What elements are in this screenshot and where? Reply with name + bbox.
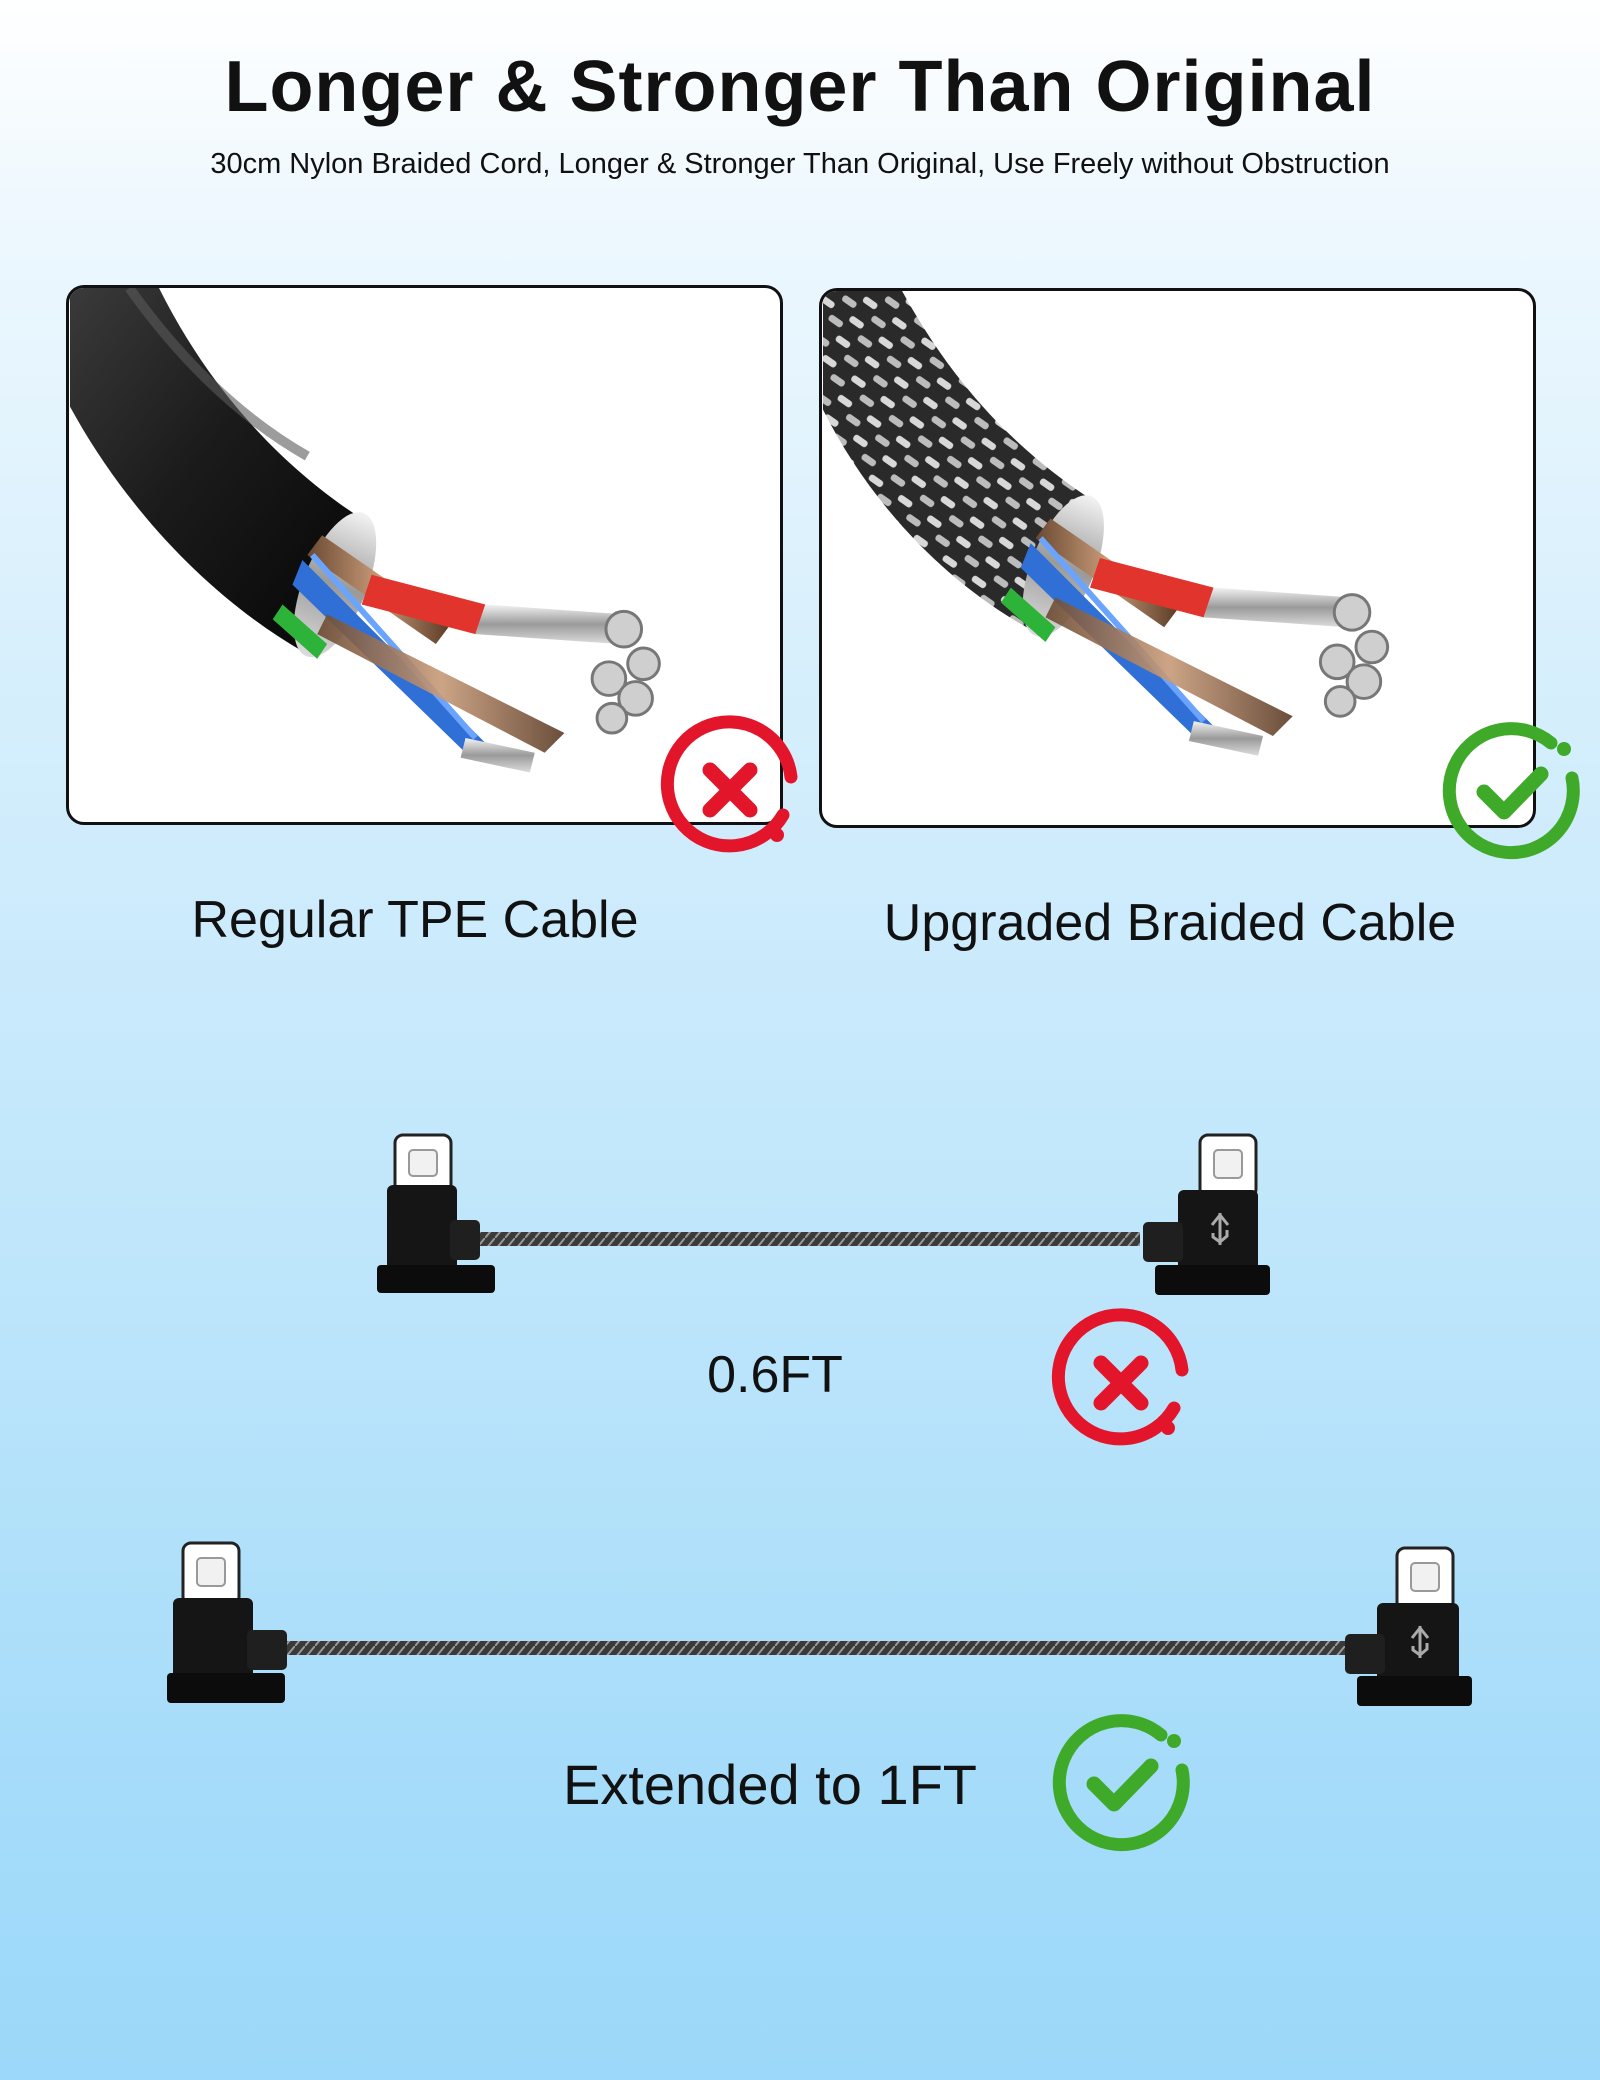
page-title: Longer & Stronger Than Original [224, 47, 1376, 127]
tpe-cable-image [66, 285, 783, 825]
cross-icon [655, 715, 805, 865]
long-cable-image [165, 1538, 1475, 1708]
tpe-cable-illustration [69, 288, 661, 773]
tpe-cable-label: Regular TPE Cable [191, 891, 639, 949]
check-icon [1046, 1708, 1196, 1858]
short-length-label: 0.6FT [707, 1346, 843, 1404]
long-length-label: Extended to 1FT [562, 1753, 977, 1816]
page-subtitle: 30cm Nylon Braided Cord, Longer & Strong… [210, 148, 1390, 180]
braided-cable-image [819, 288, 1536, 828]
check-icon [1436, 716, 1586, 866]
cross-icon [1046, 1308, 1196, 1458]
braided-cable-illustration [822, 291, 1390, 756]
braided-cable-label: Upgraded Braided Cable [883, 894, 1457, 952]
short-cable-image [375, 1130, 1275, 1300]
